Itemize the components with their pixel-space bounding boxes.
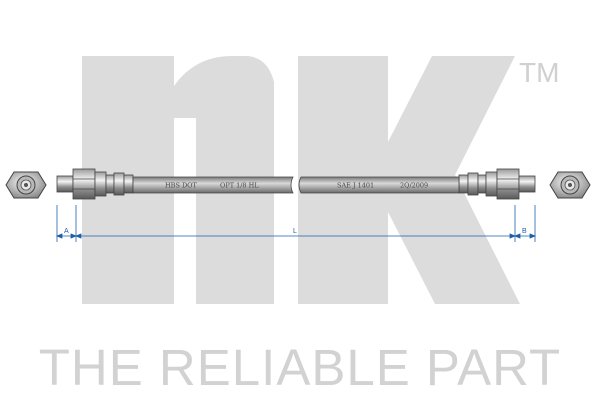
arrowhead — [74, 233, 82, 239]
dimension-label-b: B — [522, 228, 527, 235]
dimension-lines — [55, 205, 537, 242]
brand-tagline: THE RELIABLE PART — [38, 339, 562, 396]
dimension-label-l: L — [293, 228, 297, 235]
arrowhead — [529, 233, 537, 239]
trademark-symbol: TM — [519, 57, 559, 88]
hose-body — [132, 176, 460, 194]
hose-markings: HBS DOT OPT 1/8 HL SAE J 1401 2Q/2009 — [165, 182, 428, 190]
arrowhead — [55, 233, 63, 239]
hose-marking: OPT 1/8 HL — [220, 182, 259, 190]
left-fitting — [56, 168, 134, 200]
dimension-label-a: A — [64, 228, 69, 235]
right-fitting-end-view — [549, 171, 591, 199]
arrowhead — [513, 233, 521, 239]
left-fitting-end-view — [5, 171, 47, 199]
hose-marking: HBS DOT — [165, 182, 198, 190]
right-fitting — [458, 168, 536, 200]
hose-marking: SAE J 1401 — [337, 182, 374, 190]
arrowhead — [70, 233, 78, 239]
hose-marking: 2Q/2009 — [400, 182, 428, 190]
arrowhead — [509, 233, 517, 239]
